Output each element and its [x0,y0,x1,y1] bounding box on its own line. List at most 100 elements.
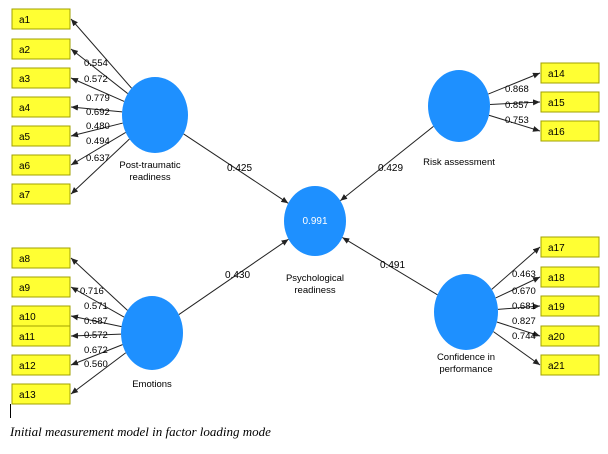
indicator-box-a8[interactable] [11,247,71,269]
loading-edge-a17 [491,246,541,290]
loading-edge-a5 [70,122,123,138]
indicator-box-a18[interactable] [540,266,600,288]
construct-label: Risk assessment [423,157,495,168]
loading-value: 0.494 [86,136,110,147]
indicator-label: a7 [19,190,31,201]
indicator-box-a17[interactable] [540,236,600,258]
loading-edge-a14 [488,72,541,95]
indicator-label: a9 [19,283,31,294]
loading-value: 0.637 [86,153,110,164]
loading-edge-a4 [70,104,123,113]
indicator-label: a12 [19,361,36,372]
loading-edge-a2 [70,48,129,94]
indicator-label: a18 [548,273,565,284]
indicator-box-a13[interactable] [11,383,71,405]
loading-edge-a10 [70,314,122,328]
loading-value: 0.670 [512,286,536,297]
loading-edge-a11 [70,332,122,339]
loading-edge-a13 [70,352,127,395]
indicator-label: a19 [548,302,565,313]
indicator-box-a19[interactable] [540,295,600,317]
path-coefficient: 0.430 [225,270,250,281]
loading-edge-a12 [70,344,123,366]
indicator-box-a7[interactable] [11,183,71,205]
construct-psy[interactable] [284,186,346,256]
loading-value: 0.560 [84,359,108,370]
loading-value: 0.463 [512,269,536,280]
indicator-box-a15[interactable] [540,91,600,113]
construct-conf[interactable] [434,274,498,350]
loading-value: 0.687 [84,316,108,327]
loading-value: 0.572 [84,330,108,341]
loading-value: 0.827 [512,316,536,327]
loading-value: 0.681 [512,301,536,312]
indicator-box-a21[interactable] [540,354,600,376]
loading-edge-a20 [496,321,541,337]
loading-edge-a15 [489,99,541,106]
loading-value: 0.572 [84,74,108,85]
loading-edge-a16 [488,114,541,132]
indicator-label: a10 [19,312,36,323]
indicator-box-a14[interactable] [540,62,600,84]
construct-emo[interactable] [121,296,183,370]
indicator-box-a5[interactable] [11,125,71,147]
loading-value: 0.571 [84,301,108,312]
construct-label: readiness [294,285,335,296]
indicator-label: a15 [548,98,565,109]
indicator-label: a14 [548,69,565,80]
caption-marker [10,404,11,418]
loading-value: 0.716 [80,286,104,297]
indicator-label: a16 [548,127,565,138]
indicator-label: a4 [19,103,31,114]
construct-label: Confidence in [437,352,495,363]
loading-value: 0.480 [86,121,110,132]
indicator-box-a11[interactable] [11,325,71,347]
path-edge-risk [339,126,434,202]
loading-value: 0.554 [84,58,108,69]
construct-label: Psychological [286,273,344,284]
indicator-box-a9[interactable] [11,276,71,298]
loading-value: 0.868 [505,84,529,95]
construct-risk[interactable] [428,70,490,142]
loading-value: 0.692 [86,107,110,118]
indicator-label: a6 [19,161,31,172]
loading-edge-a21 [493,331,541,366]
loading-edge-a6 [70,132,126,166]
indicator-label: a17 [548,243,565,254]
loading-value: 0.753 [505,115,529,126]
indicator-label: a20 [548,332,565,343]
loading-edge-a3 [70,77,125,102]
loading-edge-a8 [70,257,128,311]
path-edge-ptr [183,133,289,204]
indicator-box-a4[interactable] [11,96,71,118]
indicator-box-a20[interactable] [540,325,600,347]
path-coefficient: 0.425 [227,163,252,174]
indicator-label: a5 [19,132,31,143]
loading-value: 0.744 [512,331,536,342]
loading-edge-a18 [495,276,541,299]
indicator-box-a2[interactable] [11,38,71,60]
indicator-label: a13 [19,390,36,401]
r-squared-value: 0.991 [302,216,327,227]
indicator-box-a3[interactable] [11,67,71,89]
loading-value: 0.857 [505,100,529,111]
indicator-label: a8 [19,254,31,265]
indicator-label: a11 [19,332,35,343]
path-coefficient: 0.429 [378,163,403,174]
loading-edge-a7 [70,138,130,195]
indicator-box-a6[interactable] [11,154,71,176]
loading-edge-a19 [497,303,541,310]
construct-label: Emotions [132,379,172,390]
loading-value: 0.672 [84,345,108,356]
construct-label: performance [439,364,492,375]
indicator-box-a12[interactable] [11,354,71,376]
indicator-label: a3 [19,74,31,85]
construct-ptr[interactable] [122,77,188,153]
indicator-box-a16[interactable] [540,120,600,142]
construct-label: Post-traumatic [119,160,180,171]
indicator-label: a2 [19,45,31,56]
indicator-label: a21 [548,361,565,372]
indicator-box-a1[interactable] [11,8,71,30]
loading-value: 0.779 [86,93,110,104]
